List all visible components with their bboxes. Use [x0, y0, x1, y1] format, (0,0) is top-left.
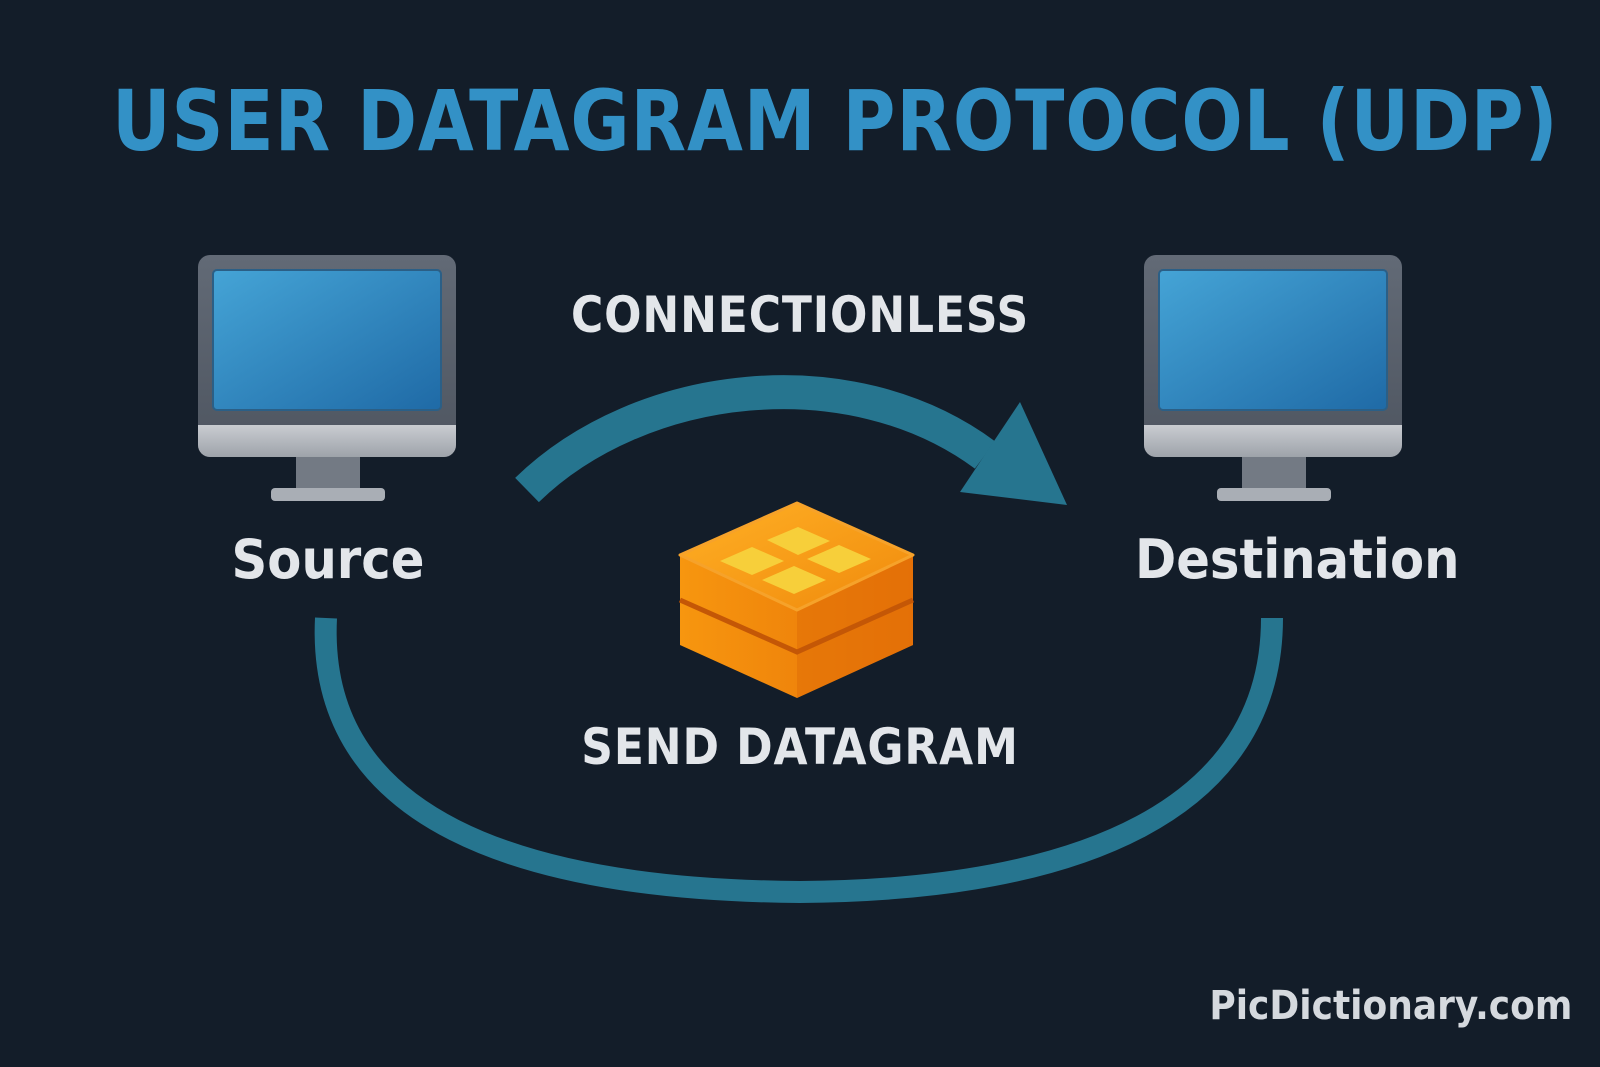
return-arc	[314, 617, 1283, 904]
page-title: USER DATAGRAM PROTOCOL (UDP)	[112, 72, 1559, 170]
connectionless-arrow	[515, 375, 996, 503]
destination-computer-icon	[1144, 255, 1402, 501]
send-datagram-label: SEND DATAGRAM	[581, 718, 1019, 776]
source-computer-icon	[198, 255, 456, 501]
watermark: PicDictionary.com	[1208, 983, 1572, 1029]
arrow-head-icon	[960, 402, 1067, 505]
source-label: Source	[231, 528, 425, 591]
destination-label: Destination	[1135, 528, 1460, 591]
connectionless-label: CONNECTIONLESS	[570, 286, 1030, 344]
datagram-packet-icon	[678, 501, 915, 698]
